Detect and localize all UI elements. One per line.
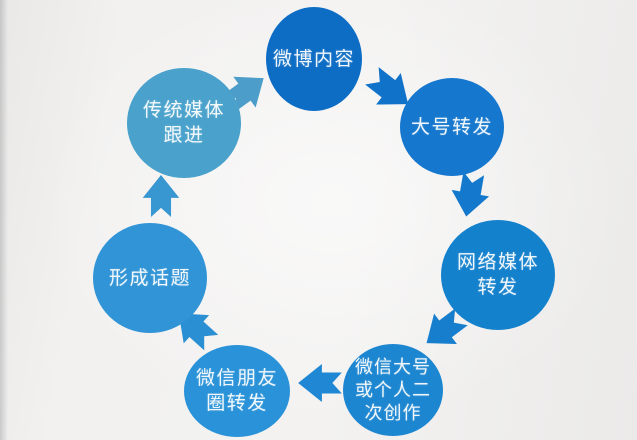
block-arrow-icon: [426, 308, 468, 345]
node-traditional-media-followup: 传统媒体跟进: [127, 68, 241, 178]
node-label-line: 传统媒体: [142, 100, 225, 121]
arrow-big-account-to-online-media: [451, 171, 490, 217]
block-arrow-icon: [178, 313, 219, 351]
left-edge-shade: [0, 0, 8, 440]
node-label: 形成话题: [109, 266, 191, 291]
arrow-weibo-content-to-big-account: [365, 67, 409, 105]
node-wechat-recreation: 微信大号或个人二次创作: [343, 344, 443, 436]
block-arrow-icon: [222, 76, 264, 113]
node-label: 传统媒体跟进: [143, 98, 225, 148]
node-online-media-repost: 网络媒体转发: [441, 220, 555, 330]
block-arrow-icon: [365, 67, 409, 105]
block-arrow-icon: [142, 175, 180, 217]
node-label-line: 次创作: [364, 402, 422, 423]
node-topic-formation: 形成话题: [93, 223, 207, 333]
arrow-topic-to-traditional-media: [142, 175, 180, 217]
node-label: 微博内容: [273, 47, 355, 72]
arrow-moments-to-topic: [178, 313, 219, 351]
node-wechat-moments-repost: 微信朋友圈转发: [184, 345, 290, 437]
node-label-line: 微信大号: [355, 356, 431, 377]
node-label-line: 微博内容: [272, 48, 355, 70]
node-label-line: 形成话题: [108, 267, 191, 289]
node-label-line: 圈转发: [206, 393, 268, 414]
arrow-traditional-media-to-weibo-content: [222, 76, 264, 113]
node-label: 微信朋友圈转发: [196, 366, 278, 416]
block-arrow-icon: [451, 171, 490, 217]
node-label-line: 转发: [477, 277, 519, 298]
node-label-line: 或个人二: [355, 379, 431, 400]
node-big-account-repost: 大号转发: [400, 78, 504, 176]
arrow-wechat-recreation-to-moments: [298, 364, 342, 402]
node-label: 大号转发: [411, 115, 493, 140]
block-arrow-icon: [298, 364, 342, 402]
node-label-line: 跟进: [163, 125, 205, 146]
arrow-online-media-to-wechat-recreation: [426, 308, 468, 345]
node-label-line: 微信朋友: [195, 368, 278, 389]
node-label: 网络媒体转发: [457, 250, 539, 300]
node-weibo-content: 微博内容: [266, 7, 362, 111]
node-label-line: 大号转发: [410, 116, 493, 138]
node-label: 微信大号或个人二次创作: [355, 356, 431, 425]
node-label-line: 网络媒体: [456, 252, 539, 273]
